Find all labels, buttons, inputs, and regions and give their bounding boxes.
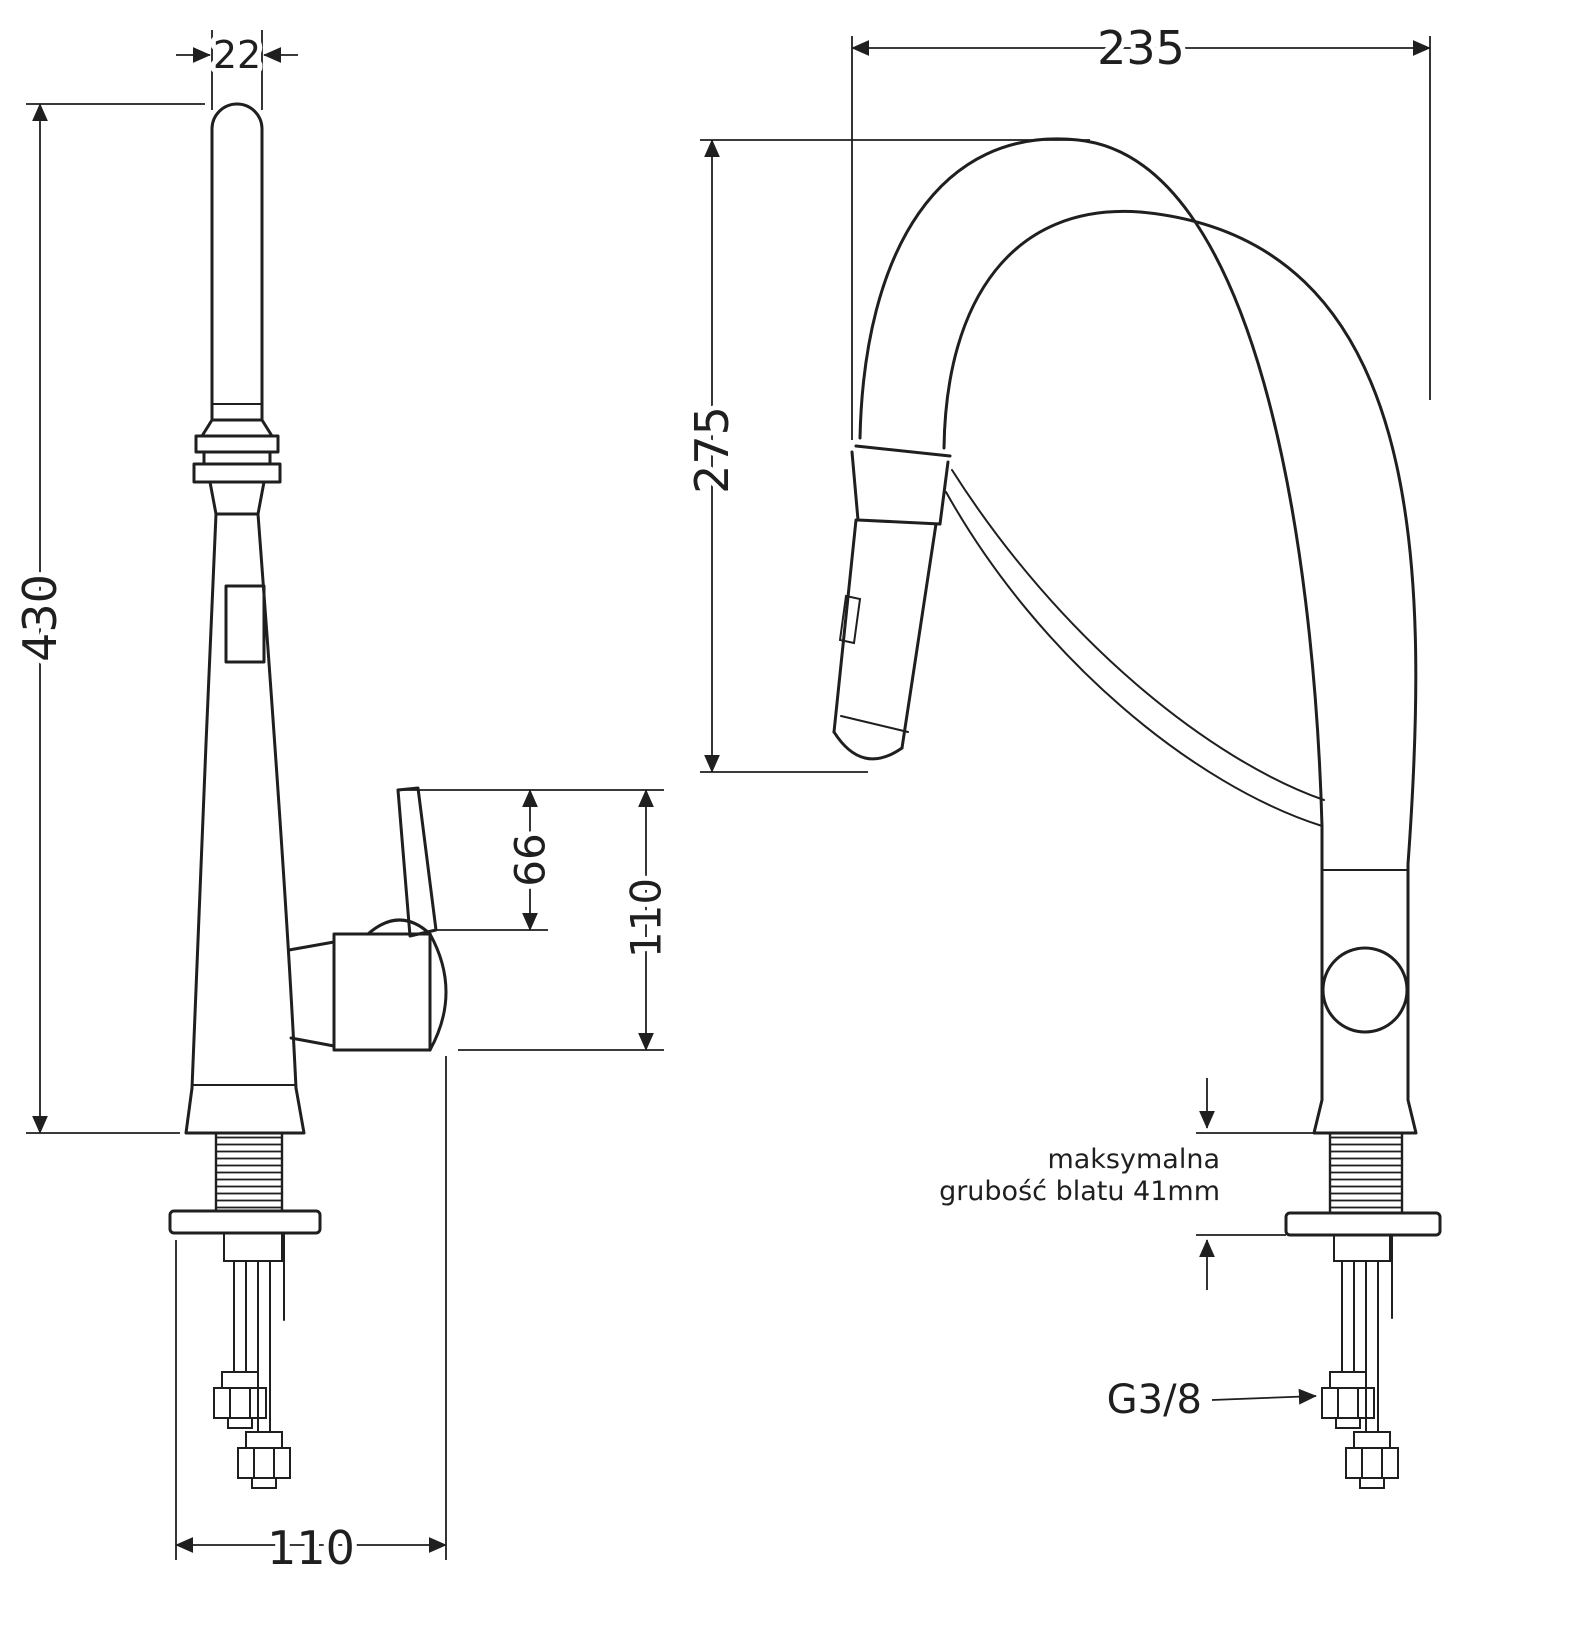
dim-reach-label: 235 [1097, 21, 1185, 75]
nut-collar [221, 1371, 259, 1389]
thread-size-callout: G3/8 [1102, 1372, 1317, 1428]
head-taper [832, 518, 938, 750]
spout-tube-outline [210, 102, 264, 422]
dim-spout-height-label: 275 [685, 406, 739, 494]
dim-lever-height: 66 [404, 789, 664, 931]
nut-collar [245, 1431, 283, 1449]
nut-collar [1329, 1371, 1367, 1389]
hose-1 [233, 1260, 247, 1373]
front-view: 22 430 66 110 110 [8, 28, 676, 1580]
nut-tip [251, 1477, 277, 1489]
head-tip-cap [832, 730, 904, 761]
nut-tip [1335, 1417, 1361, 1429]
nut-tip [227, 1417, 253, 1429]
faucet-spout [192, 102, 282, 516]
fitting-block [1333, 1234, 1391, 1262]
gooseneck-spout [858, 137, 1418, 866]
hose-2 [257, 1260, 271, 1433]
aerator-ring-1 [194, 434, 280, 454]
dim-handle-height-label: 110 [622, 878, 671, 958]
lever [396, 786, 438, 938]
nut-facets [229, 1387, 251, 1419]
neck-transition [208, 480, 266, 516]
extension-lines [26, 103, 205, 1134]
valve-body [332, 932, 432, 1052]
dim-total-height: 430 [8, 103, 205, 1134]
faucet-handle [287, 786, 448, 1052]
dim-spout-width: 22 [176, 28, 298, 110]
spray-head [832, 444, 952, 761]
aerator-ring-3 [192, 462, 282, 484]
spout-outer-curve [858, 137, 1324, 828]
fitting-block [223, 1232, 283, 1262]
connector-nut-1 [213, 1371, 267, 1429]
nut-facets [1361, 1447, 1383, 1479]
mounting-flange [168, 1209, 322, 1235]
side-view: 235 275 maksymalna grubość blatu 41mm G3… [680, 16, 1442, 1489]
thread-size-label: G3/8 [1107, 1377, 1202, 1423]
body-outline [1312, 824, 1418, 1135]
dim-base-width-label: 110 [267, 1521, 355, 1575]
nut-hex [1345, 1447, 1399, 1479]
head-top [854, 444, 952, 458]
base-foot [184, 1086, 306, 1135]
head-collar [850, 450, 950, 526]
reference-lines [1196, 1132, 1330, 1236]
threaded-shank [1328, 1131, 1404, 1215]
hose-2 [1365, 1260, 1379, 1433]
dim-handle-height: 110 [458, 789, 676, 1051]
valve-neck [287, 940, 336, 1048]
hose-lower-edge [945, 491, 1323, 827]
counter-thickness-note: maksymalna grubość blatu 41mm [934, 1078, 1330, 1290]
connector-nut-1 [1321, 1371, 1375, 1429]
connector-nut-2 [237, 1431, 291, 1489]
aerator-flare [200, 418, 274, 438]
head-tip-seam [840, 715, 909, 733]
body-left-edge [190, 512, 218, 1090]
faucet-body [184, 512, 306, 1135]
mounting-flange [1284, 1211, 1442, 1237]
side-body [1312, 824, 1418, 1135]
spout-inner-curve [942, 209, 1418, 866]
nut-hex [237, 1447, 291, 1479]
hose-1 [1341, 1260, 1355, 1373]
counter-note-line-2: grubość blatu 41mm [939, 1176, 1220, 1207]
extension-lines [175, 1056, 447, 1560]
connector-nut-2 [1345, 1431, 1399, 1489]
dim-reach: 235 [851, 16, 1431, 440]
extension-lines [211, 30, 263, 110]
aerator-ring-2 [202, 450, 272, 466]
dim-base-width: 110 [175, 1056, 447, 1580]
dim-spout-height: 275 [680, 139, 1090, 773]
dim-total-height-label: 430 [13, 574, 67, 662]
extension-lines [851, 36, 1431, 440]
threaded-shank [214, 1131, 284, 1213]
dim-lever-height-label: 66 [506, 833, 555, 886]
callout-arrow [1211, 1388, 1317, 1405]
pull-down-hose [945, 469, 1325, 827]
valve-end-cap [428, 932, 448, 1052]
nut-tip [1359, 1477, 1385, 1489]
nut-facets [1337, 1387, 1359, 1419]
nut-collar [1353, 1431, 1391, 1449]
spray-button [838, 594, 862, 645]
front-mounting-hardware [168, 1131, 322, 1489]
side-mounting-hardware [1284, 1131, 1442, 1489]
hose-upper-edge [951, 469, 1325, 801]
pivot-dome [366, 918, 432, 936]
body-plate [224, 584, 266, 664]
counter-note-line-1: maksymalna [1047, 1144, 1220, 1175]
pivot-ball [1321, 946, 1409, 1034]
extension-lines [700, 139, 1090, 773]
nut-facets [253, 1447, 275, 1479]
dim-spout-width-label: 22 [213, 33, 261, 77]
